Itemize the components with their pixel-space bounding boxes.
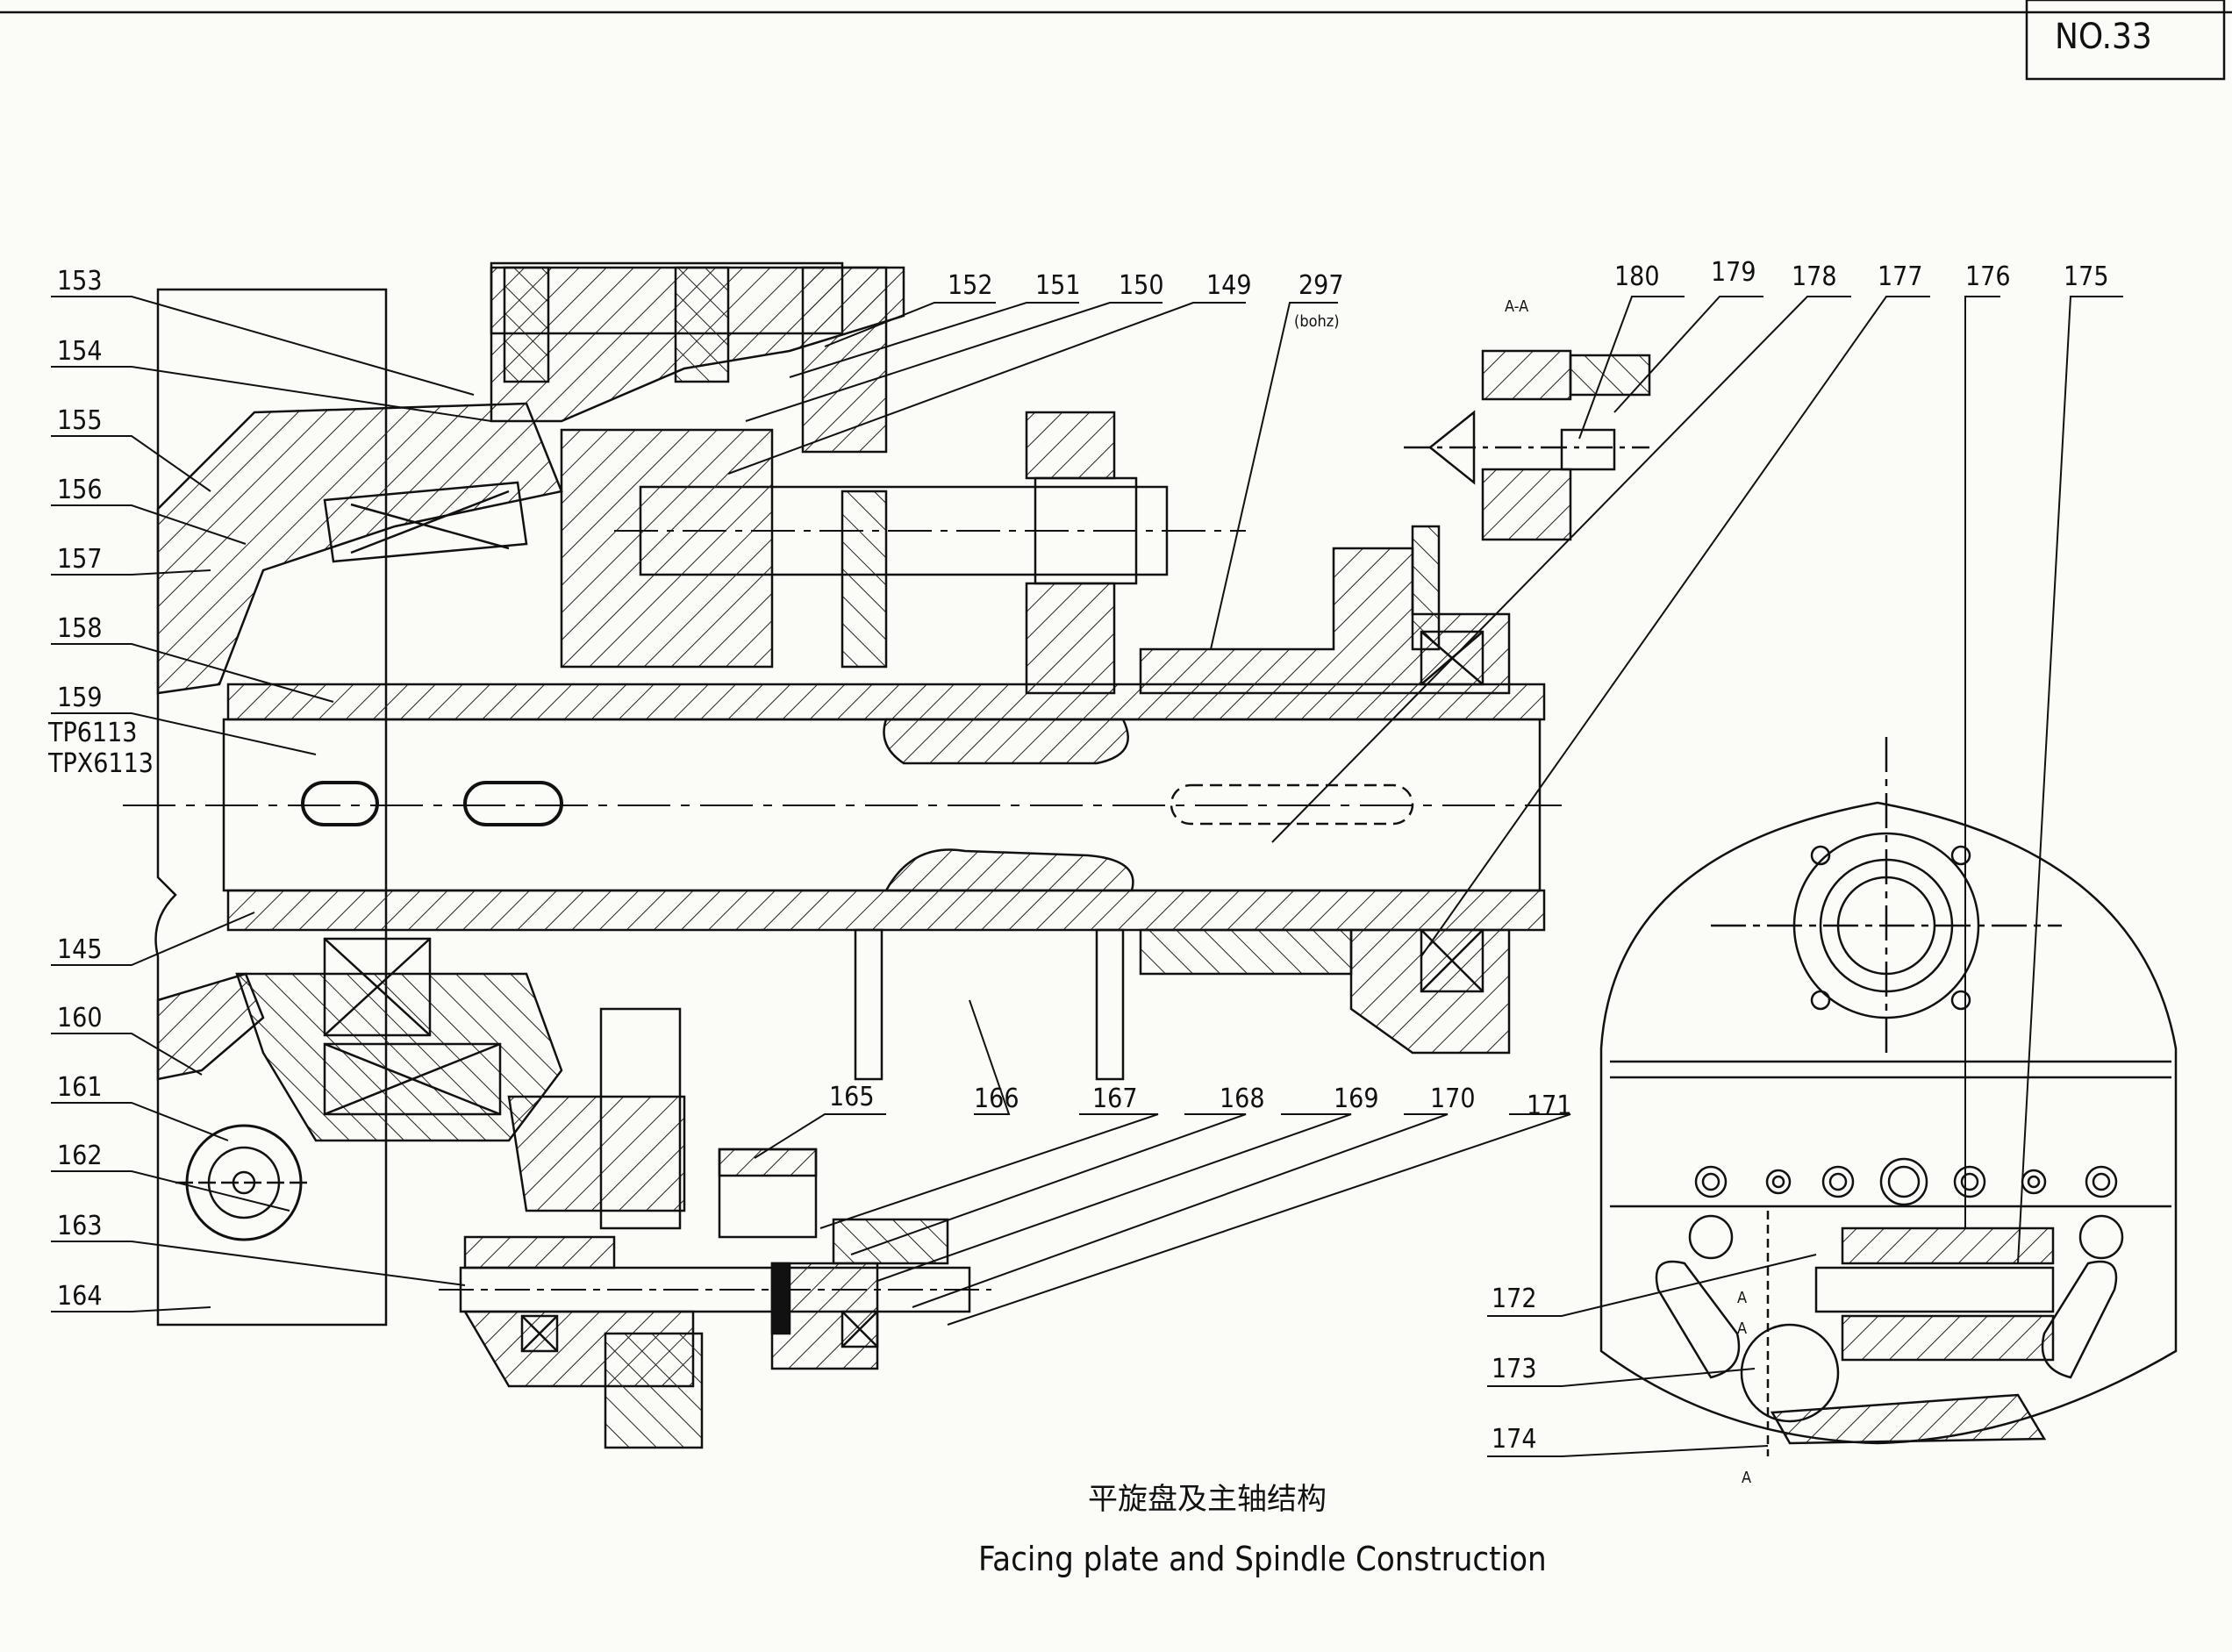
caption-chinese: 平旋盘及主轴结构 bbox=[1088, 1482, 1327, 1517]
callout-174: 174 bbox=[1492, 1424, 1537, 1455]
callout-166: 166 bbox=[974, 1083, 1019, 1114]
callout-169: 169 bbox=[1334, 1083, 1379, 1114]
callout-180: 180 bbox=[1614, 261, 1660, 292]
key-slot-2 bbox=[463, 781, 563, 826]
model-label-tp6113: TP6113 bbox=[47, 718, 137, 748]
callout-162: 162 bbox=[57, 1141, 103, 1171]
callout-157: 157 bbox=[57, 544, 103, 575]
caption-english: Facing plate and Spindle Construction bbox=[978, 1540, 1547, 1578]
rear-bearing-lower bbox=[1420, 928, 1484, 993]
front-bearing-lower bbox=[323, 937, 432, 1037]
callout-158: 158 bbox=[57, 613, 103, 644]
callout-153: 153 bbox=[57, 266, 103, 297]
callout-163: 163 bbox=[57, 1211, 103, 1241]
callout-labels: 153 154 155 156 157 158 159 TP6113 TPX61… bbox=[47, 257, 2109, 1487]
section-mark-a-3: A bbox=[1742, 1469, 1751, 1487]
section-mark-a-1: A bbox=[1737, 1289, 1747, 1307]
lower-gear-shaft bbox=[439, 1148, 991, 1449]
facing-plate-hatch bbox=[156, 402, 563, 695]
model-label-tpx6113: TPX6113 bbox=[47, 748, 154, 779]
facing-plate-body bbox=[154, 288, 388, 1327]
section-mark-a-2: A bbox=[1737, 1319, 1747, 1338]
spindle-assembly bbox=[123, 261, 1562, 1327]
callout-155: 155 bbox=[57, 405, 103, 436]
spindle-sleeve-lower bbox=[226, 889, 1546, 932]
key-slot-1 bbox=[301, 781, 379, 826]
section-a-a bbox=[1404, 349, 1651, 541]
callout-297: 297 bbox=[1298, 270, 1344, 301]
key-slot-3 bbox=[1170, 783, 1414, 826]
note-bohz: (bohz) bbox=[1294, 312, 1340, 331]
leader-lines bbox=[51, 296, 2123, 1457]
callout-179: 179 bbox=[1711, 257, 1756, 288]
callout-150: 150 bbox=[1119, 270, 1164, 301]
callout-175: 175 bbox=[2064, 261, 2109, 292]
callout-177: 177 bbox=[1878, 261, 1923, 292]
callout-165: 165 bbox=[829, 1082, 875, 1112]
callout-176: 176 bbox=[1965, 261, 2011, 292]
callout-151: 151 bbox=[1035, 270, 1081, 301]
callout-152: 152 bbox=[948, 270, 993, 301]
callout-156: 156 bbox=[57, 475, 103, 505]
sheet-number: NO.33 bbox=[2055, 17, 2152, 57]
callout-168: 168 bbox=[1220, 1083, 1265, 1114]
callout-160: 160 bbox=[57, 1003, 103, 1033]
front-taper-bearing bbox=[323, 481, 528, 563]
callout-145: 145 bbox=[57, 934, 103, 965]
callout-167: 167 bbox=[1092, 1083, 1138, 1114]
callout-149: 149 bbox=[1206, 270, 1252, 301]
callout-161: 161 bbox=[57, 1072, 103, 1103]
rear-bearing-upper bbox=[1420, 630, 1484, 686]
section-a-a-label: A-A bbox=[1505, 297, 1528, 316]
callout-159: 159 bbox=[57, 683, 103, 713]
front-bearing-lower-2 bbox=[323, 1042, 502, 1116]
callout-154: 154 bbox=[57, 336, 103, 367]
callout-172: 172 bbox=[1492, 1284, 1537, 1314]
callout-171: 171 bbox=[1527, 1091, 1572, 1121]
rear-housing bbox=[1139, 547, 1511, 695]
faceplate-end-view bbox=[1599, 737, 2178, 1456]
sheet-frame bbox=[0, 0, 2232, 81]
callout-173: 173 bbox=[1492, 1354, 1537, 1384]
callout-178: 178 bbox=[1792, 261, 1837, 292]
callout-170: 170 bbox=[1430, 1083, 1476, 1114]
callout-164: 164 bbox=[57, 1281, 103, 1312]
